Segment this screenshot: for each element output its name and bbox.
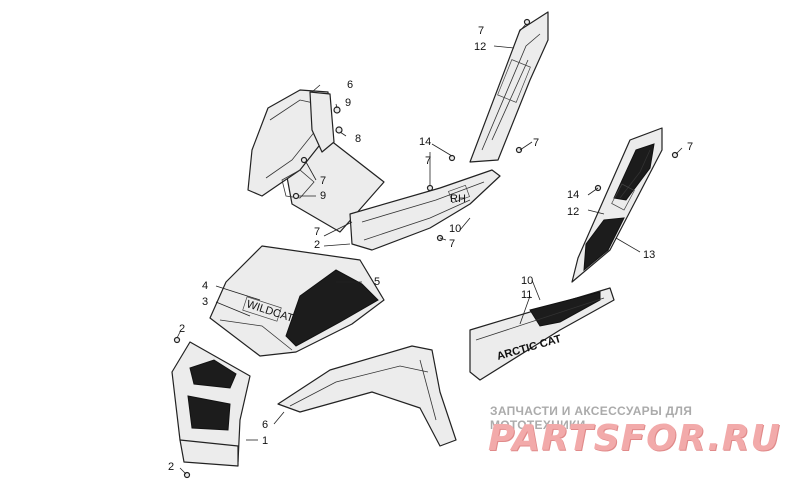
callout-1: 1 [262, 435, 268, 447]
callout-numbers: 6 9 8 7 9 7 2 14 7 7 7 12 10 7 7 14 12 1… [168, 25, 693, 473]
fastener-7-rail-top [523, 18, 531, 26]
callout-9-upper: 9 [345, 97, 351, 109]
upper-cover-edge [309, 91, 335, 153]
watermark-subtitle: ЗАПЧАСТИ И АКСЕССУАРЫ ДЛЯ МОТОТЕХНИКИ [490, 404, 693, 432]
fastener-2-grille-top [173, 336, 181, 344]
callout-7-g: 7 [687, 141, 693, 153]
cover-bracket [281, 169, 315, 199]
center-side-panel: RH [349, 169, 501, 251]
grille-lower-mesh [187, 395, 231, 431]
right-door-assembly [571, 127, 679, 283]
watermark-brand: PARTSFOR.RU [488, 418, 781, 459]
callout-10-b: 10 [521, 275, 533, 287]
callout-12-b: 12 [567, 206, 579, 218]
fastener-7-center [426, 184, 434, 192]
callout-2-c: 2 [168, 461, 174, 473]
fastener-9-lower [292, 192, 300, 200]
callout-5: 5 [374, 276, 380, 288]
lower-panel-graphic [529, 291, 601, 327]
leader-lines [176, 23, 683, 475]
fastener-7-rail-bottom [515, 146, 523, 154]
front-bumper-lip [179, 439, 239, 467]
tall-rail-assembly [448, 11, 549, 163]
upper-cover-assembly [247, 89, 385, 233]
step-mark: RH [450, 193, 466, 205]
callout-6-lower: 6 [262, 419, 268, 431]
callout-7-e: 7 [478, 25, 484, 37]
callout-2-a: 2 [314, 239, 320, 251]
callout-2-b: 2 [179, 323, 185, 335]
front-fender [277, 345, 457, 447]
fastener-14-center [448, 154, 456, 162]
callout-4: 4 [202, 280, 208, 292]
callout-6-upper: 6 [347, 79, 353, 91]
callout-3: 3 [202, 296, 208, 308]
callout-7-b: 7 [314, 226, 320, 238]
callout-8: 8 [355, 133, 361, 145]
hood-graphic [285, 269, 379, 347]
callout-12-a: 12 [474, 41, 486, 53]
callout-9-lower: 9 [320, 190, 326, 202]
callout-13: 13 [643, 249, 655, 261]
front-grille-assembly [171, 336, 251, 479]
callout-14-b: 14 [567, 189, 579, 201]
callout-7-c: 7 [425, 155, 431, 167]
callout-11: 11 [521, 289, 532, 301]
callout-7-f: 7 [449, 238, 455, 250]
callout-7-d: 7 [533, 137, 539, 149]
fender-assembly [277, 345, 457, 447]
grille-upper-mesh [189, 359, 237, 389]
door-graphic-lower [583, 217, 625, 272]
callout-10-a: 10 [449, 223, 461, 235]
hood-assembly: WILDCAT [209, 245, 385, 357]
door-graphic-upper [613, 143, 655, 201]
callout-14-a: 14 [419, 136, 431, 148]
callout-7-a: 7 [320, 175, 326, 187]
lower-side-panel-assembly: ARCTIC CAT [469, 287, 615, 381]
fastener-8 [335, 126, 343, 134]
fastener-7-upper [300, 156, 308, 164]
